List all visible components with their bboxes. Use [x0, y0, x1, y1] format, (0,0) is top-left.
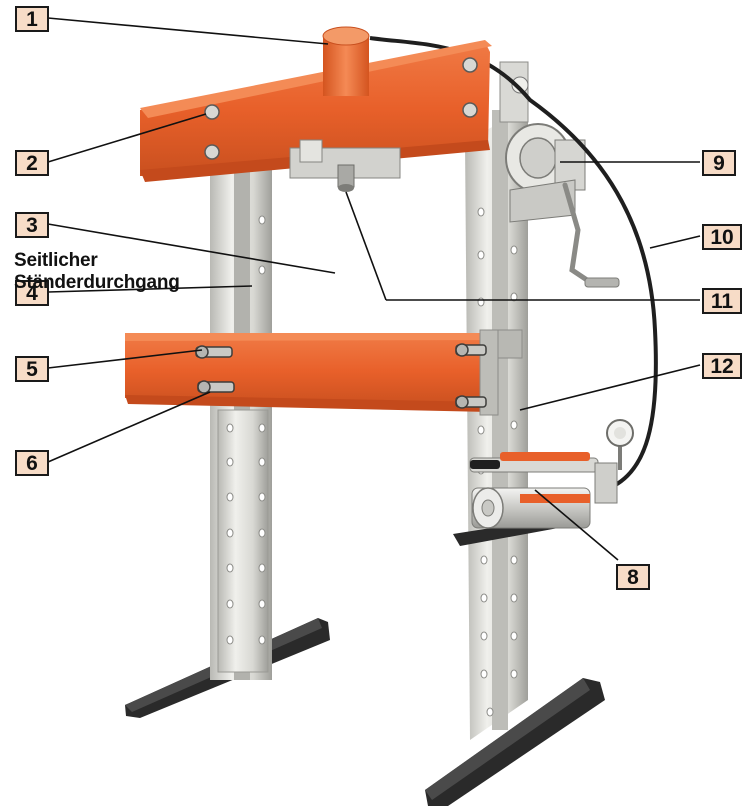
callout-8: 8: [616, 564, 650, 590]
callout-6: 6: [15, 450, 49, 476]
right-foot: [425, 678, 605, 806]
ram-head: [289, 139, 401, 192]
winch: [499, 61, 620, 288]
caption-line-2: Ständerdurchgang: [14, 272, 180, 293]
callout-10: 10: [702, 224, 742, 250]
callout-5: 5: [15, 356, 49, 382]
side-passage-caption: Seitlicher Ständerdurchgang: [14, 250, 180, 294]
leader-lines: [47, 17, 701, 561]
left-post: [210, 168, 272, 680]
hand-pump: [453, 419, 634, 546]
callout-4: 4: [15, 280, 49, 306]
right-post: [465, 110, 528, 740]
callout-1: 1: [15, 6, 49, 32]
support-pins: [195, 343, 487, 409]
callout-9: 9: [702, 150, 736, 176]
lower-beam: [125, 329, 499, 416]
callout-2: 2: [15, 150, 49, 176]
callout-12: 12: [702, 353, 742, 379]
callout-3: 3: [15, 212, 49, 238]
main-cylinder: [322, 26, 370, 96]
callout-11: 11: [702, 288, 742, 314]
caption-line-1: Seitlicher: [14, 250, 98, 271]
